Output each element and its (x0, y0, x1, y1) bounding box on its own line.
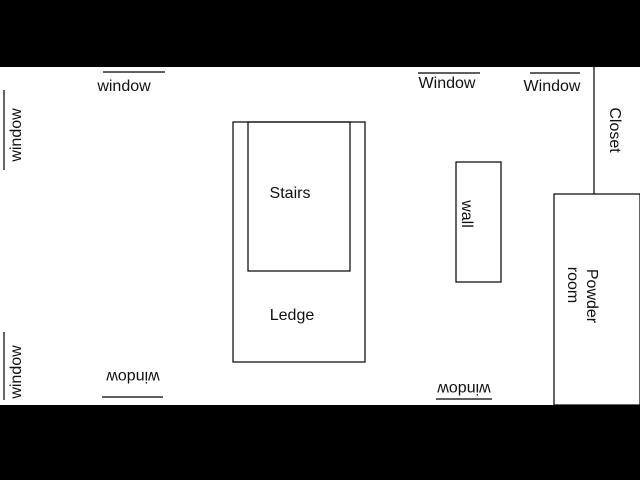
powder-room-label-line1: Powder (583, 269, 600, 324)
window-left-lower-label: window (8, 345, 25, 400)
ledge-label: Ledge (270, 307, 315, 324)
window-top-middle-label: Window (419, 75, 476, 92)
powder-room-label-line2: room (564, 267, 581, 303)
window-top-left-label: window (96, 78, 151, 95)
floor-plan-diagram: Stairs Ledge wall Closet Powder room win… (0, 67, 640, 405)
window-bottom-middle-label: window (437, 380, 492, 397)
stairs-outline (247, 121, 351, 272)
window-left-upper-label: window (8, 108, 25, 163)
stairs-label: Stairs (270, 185, 311, 202)
powder-room-outline (553, 193, 640, 405)
window-bottom-left-label: window (106, 368, 161, 385)
closet-label: Closet (606, 107, 623, 153)
plan-sheet (0, 67, 640, 405)
interior-wall-outline (455, 161, 502, 283)
window-top-right-label: Window (524, 78, 581, 95)
wall-label: wall (458, 199, 475, 228)
